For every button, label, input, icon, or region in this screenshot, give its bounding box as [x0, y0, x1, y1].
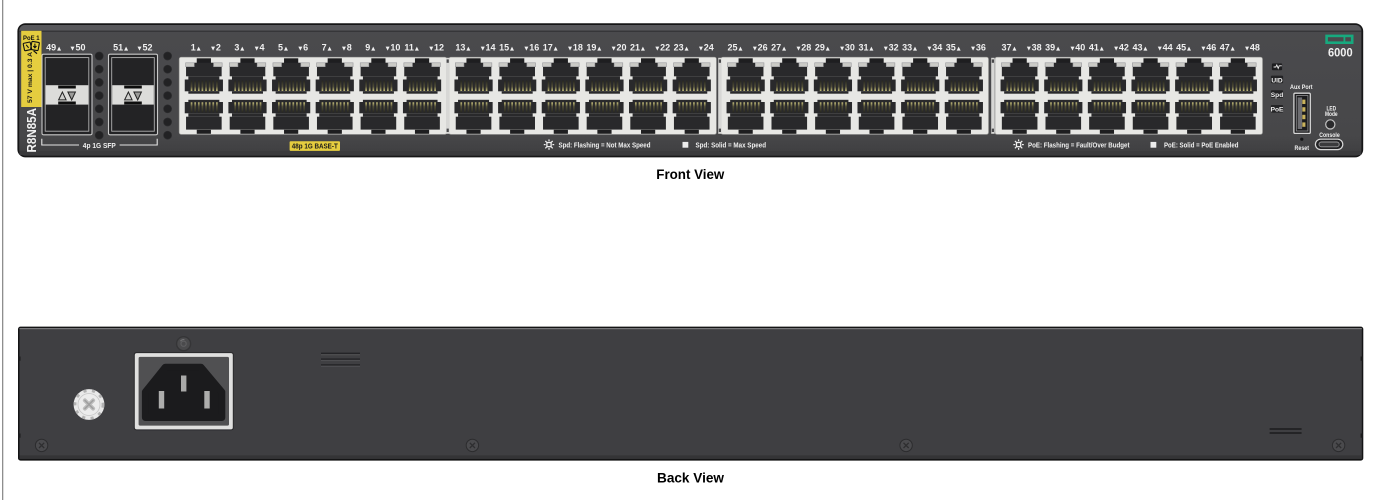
svg-text:46: 46 — [1206, 43, 1216, 53]
svg-text:17: 17 — [543, 43, 553, 53]
svg-text:49: 49 — [46, 43, 56, 53]
svg-text:Spd: Spd — [1271, 92, 1283, 99]
svg-text:29: 29 — [815, 43, 825, 53]
svg-text:24: 24 — [704, 43, 714, 53]
svg-text:32: 32 — [889, 43, 899, 53]
svg-text:42: 42 — [1119, 43, 1129, 53]
svg-text:4p 1G SFP: 4p 1G SFP — [83, 143, 116, 150]
svg-text:47: 47 — [1220, 43, 1230, 53]
svg-text:50: 50 — [76, 43, 86, 53]
svg-text:5: 5 — [278, 43, 283, 53]
svg-text:UID: UID — [1271, 77, 1283, 84]
svg-text:1: 1 — [191, 43, 196, 53]
svg-text:44: 44 — [1163, 43, 1173, 53]
svg-text:Front View: Front View — [656, 166, 724, 182]
svg-text:39: 39 — [1045, 43, 1055, 53]
svg-text:28: 28 — [801, 43, 811, 53]
svg-text:Spd: Solid = Max Speed: Spd: Solid = Max Speed — [696, 142, 767, 149]
svg-text:37: 37 — [1002, 43, 1012, 53]
svg-text:26: 26 — [758, 43, 768, 53]
svg-text:LED: LED — [1327, 105, 1337, 112]
svg-text:PoE: Solid = PoE Enabled: PoE: Solid = PoE Enabled — [1164, 142, 1239, 149]
svg-text:Mode: Mode — [1325, 111, 1338, 118]
svg-text:2: 2 — [216, 43, 221, 53]
svg-text:Back View: Back View — [657, 469, 724, 485]
svg-text:34: 34 — [932, 43, 942, 53]
svg-text:4: 4 — [259, 43, 264, 53]
svg-text:33: 33 — [902, 43, 912, 53]
svg-text:18: 18 — [573, 43, 583, 53]
svg-text:R8N85A: R8N85A — [24, 107, 39, 152]
svg-text:11: 11 — [404, 43, 414, 53]
svg-text:40: 40 — [1075, 43, 1085, 53]
svg-text:Console: Console — [1319, 132, 1340, 139]
svg-text:12: 12 — [434, 43, 444, 53]
svg-text:52: 52 — [143, 43, 153, 53]
svg-text:30: 30 — [845, 43, 855, 53]
svg-text:45: 45 — [1176, 43, 1186, 53]
svg-text:19: 19 — [586, 43, 596, 53]
svg-text:Spd: Flashing = Not Max Speed: Spd: Flashing = Not Max Speed — [559, 142, 651, 149]
svg-text:21: 21 — [630, 43, 640, 53]
svg-text:57 V max | 0.3 A: 57 V max | 0.3 A — [27, 51, 34, 103]
svg-text:10: 10 — [390, 43, 400, 53]
svg-text:23: 23 — [674, 43, 684, 53]
svg-text:13: 13 — [455, 43, 465, 53]
svg-text:20: 20 — [616, 43, 626, 53]
svg-text:48p 1G BASE-T: 48p 1G BASE-T — [292, 144, 339, 151]
svg-text:PoE: PoE — [1271, 107, 1284, 114]
svg-text:41: 41 — [1089, 43, 1099, 53]
svg-text:27: 27 — [771, 43, 781, 53]
svg-text:22: 22 — [660, 43, 670, 53]
svg-text:25: 25 — [728, 43, 738, 53]
svg-text:15: 15 — [499, 43, 509, 53]
svg-text:31: 31 — [858, 43, 868, 53]
svg-text:16: 16 — [529, 43, 539, 53]
svg-text:6000: 6000 — [1328, 48, 1353, 60]
svg-text:38: 38 — [1032, 43, 1042, 53]
svg-text:3: 3 — [234, 43, 239, 53]
svg-text:PoE: Flashing = Fault/Over Bud: PoE: Flashing = Fault/Over Budget — [1028, 142, 1130, 149]
svg-text:Aux Port: Aux Port — [1290, 84, 1313, 91]
svg-text:7: 7 — [322, 43, 327, 53]
svg-text:PoE 1: PoE 1 — [23, 35, 40, 42]
svg-text:36: 36 — [976, 43, 986, 53]
svg-text:9: 9 — [365, 43, 370, 53]
svg-text:Reset: Reset — [1295, 145, 1310, 152]
svg-text:48: 48 — [1250, 43, 1260, 53]
svg-text:43: 43 — [1132, 43, 1142, 53]
svg-text:8: 8 — [347, 43, 352, 53]
svg-text:51: 51 — [113, 43, 123, 53]
svg-text:6: 6 — [303, 43, 308, 53]
svg-text:35: 35 — [946, 43, 956, 53]
svg-text:14: 14 — [486, 43, 496, 53]
